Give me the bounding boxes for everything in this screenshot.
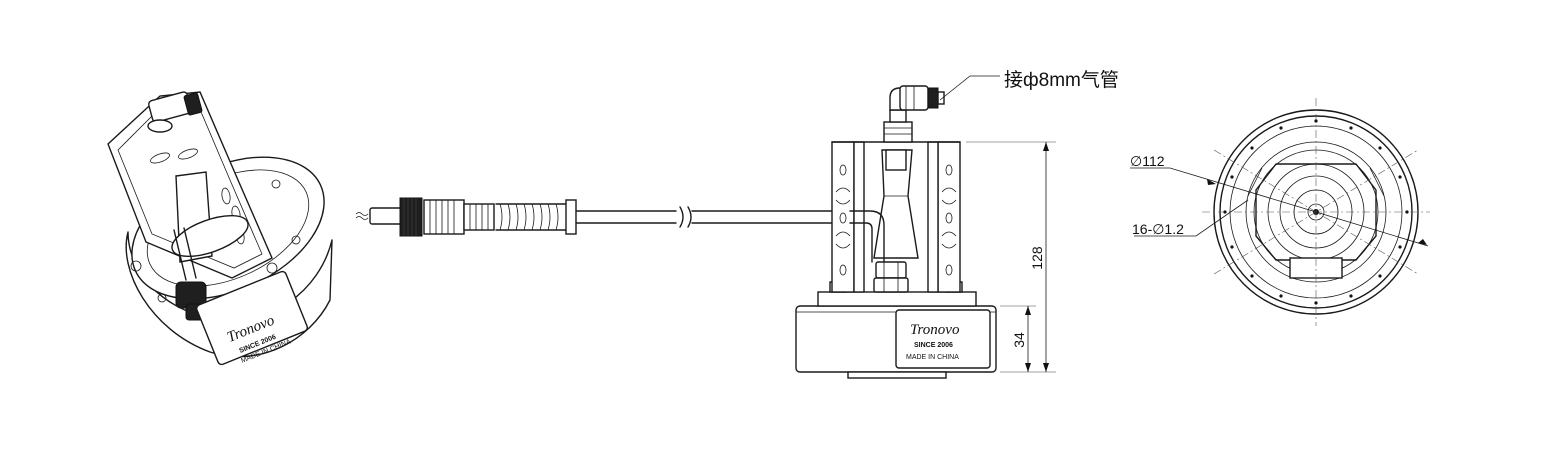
front-label-since: SINCE 2006 <box>914 342 953 349</box>
height-total-label: 128 <box>1029 246 1045 270</box>
cable-connector <box>355 197 851 237</box>
front-label-origin: MADE IN CHINA <box>906 354 959 361</box>
dimension-height-base: 34 <box>1000 305 1036 372</box>
bolt-hole-circle <box>1223 119 1409 305</box>
holes-label: 16-∅1.2 <box>1132 221 1184 237</box>
dimension-height-total: 128 <box>966 141 1056 373</box>
diameter-label: ∅112 <box>1130 153 1165 169</box>
air-tube-leader: 接ф8mm气管 <box>939 69 1119 101</box>
height-base-label: 34 <box>1011 332 1027 348</box>
top-view <box>1130 98 1430 326</box>
front-view: Tronovo SINCE 2006 MADE IN CHINA <box>795 85 997 379</box>
air-tube-label: 接ф8mm气管 <box>1004 69 1119 91</box>
front-label-brand: Tronovo <box>910 322 960 338</box>
isometric-view: Tronovo SINCE 2006 MADE IN CHINA <box>107 91 333 366</box>
